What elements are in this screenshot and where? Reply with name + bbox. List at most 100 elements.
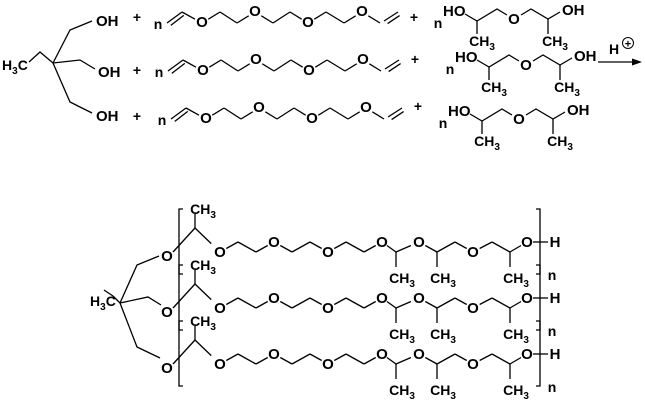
arrow-head-icon (632, 58, 642, 66)
oxygen-atom-label: O (161, 304, 173, 321)
backbone-bond (172, 283, 196, 309)
backbone-bond (194, 227, 212, 245)
charge-circle-icon (622, 37, 634, 49)
double-bond (170, 107, 187, 120)
methyl-label: CH3 (503, 326, 529, 346)
backbone-bond (479, 297, 493, 306)
ether-bond (207, 11, 221, 20)
ether-bond (236, 15, 250, 24)
backbone-bond (333, 241, 347, 250)
ether-bond (208, 59, 222, 68)
backbone-bond (395, 244, 412, 253)
hydroxyl-label: HO (443, 3, 466, 20)
backbone-bond (279, 300, 293, 309)
ether-bond (325, 11, 345, 24)
backbone-bond (386, 300, 397, 309)
repeat-n-label: n (548, 323, 557, 339)
double-bond (383, 11, 399, 22)
oxygen-atom-label: O (161, 248, 173, 265)
backbone-bond (237, 297, 257, 309)
double-bond (388, 62, 401, 73)
oxygen-atom-label: O (196, 14, 208, 31)
oxygen-atom-label: O (413, 346, 425, 363)
methyl-label: CH3 (503, 382, 529, 400)
hydroxyl-label: OH (567, 102, 590, 119)
oxygen-atom-label: O (322, 244, 334, 261)
methyl-label: CH3 (430, 270, 456, 290)
hydroxyl-label: OH (574, 48, 597, 65)
ether-bond (371, 111, 385, 120)
double-bond (167, 59, 184, 72)
repeat-bracket-left (178, 264, 183, 331)
backbone-bond (491, 353, 511, 365)
methyl-label: CH3 (542, 33, 568, 53)
hydroxyl-label: OH (98, 64, 121, 81)
plus-sign: + (133, 62, 141, 78)
repeat-n-label: n (446, 61, 455, 77)
double-bond (171, 62, 186, 74)
methyl-label: CH3 (554, 79, 580, 99)
backbone-bond (309, 297, 323, 306)
methyl-label: CH3 (389, 326, 415, 346)
methyl-label: CH3 (430, 326, 456, 346)
oxygen-atom-label: O (214, 244, 226, 261)
oxygen-atom-label: O (161, 360, 173, 377)
ether-bond (317, 107, 331, 116)
backbone-bond (436, 241, 456, 253)
ether-bond (347, 111, 361, 120)
ether-bond (211, 107, 225, 116)
backbone-bond (386, 356, 397, 365)
ethyl-methyl-label: H3C (2, 57, 28, 77)
double-bond (387, 107, 403, 118)
double-bond (387, 14, 400, 25)
backbone-bond (237, 241, 257, 253)
ether-bond (261, 63, 275, 72)
ether-bond (182, 59, 197, 68)
double-bond (166, 11, 183, 24)
backbone-bond (225, 297, 239, 306)
backbone-bond (509, 300, 522, 309)
oxygen-atom-label: O (214, 356, 226, 373)
backbone-bond (454, 241, 468, 250)
core-arm (119, 296, 162, 306)
ether-bond (313, 11, 327, 20)
methyl-label: CH3 (503, 270, 529, 290)
oxygen-atom-label: O (360, 99, 372, 116)
oxygen-atom-label: O (413, 290, 425, 307)
backbone-bond (424, 300, 438, 309)
oxygen-atom-label: O (322, 356, 334, 373)
oxygen-atom-label: O (356, 3, 368, 20)
hydroxyl-label: HO (455, 49, 478, 66)
ether-bond (220, 59, 239, 72)
hydrogen-label: H (550, 346, 561, 363)
backbone-bond (363, 300, 377, 309)
backbone-bond (225, 353, 239, 362)
backbone-bond (345, 297, 365, 309)
methyl-label: CH3 (474, 133, 500, 153)
ether-bond (181, 11, 196, 20)
hydroxyl-label: OH (562, 2, 585, 19)
oxygen-atom-label: O (303, 62, 315, 79)
oxygen-atom-label: O (306, 110, 318, 127)
oxygen-atom-label: O (520, 57, 532, 74)
core-arm (119, 302, 161, 359)
propylene-bond (525, 108, 566, 120)
plus-sign: + (133, 108, 141, 124)
repeat-bracket-left (178, 320, 183, 387)
ethyl-methyl-label: H3C (90, 293, 116, 313)
backbone-bond (291, 297, 311, 309)
ether-bond (240, 111, 254, 120)
backbone-bond (345, 353, 365, 365)
repeat-n-label: n (158, 112, 167, 128)
backbone-bond (395, 300, 412, 309)
backbone-bond (225, 241, 239, 250)
backbone-bond (237, 353, 257, 365)
repeat-bracket-left (178, 208, 183, 275)
repeat-n-label: n (548, 267, 557, 283)
hydrogen-label: H (550, 234, 561, 251)
hydroxymethyl-arm (52, 20, 93, 64)
ether-bond (185, 107, 200, 116)
repeat-n-label: n (439, 115, 448, 131)
methyl-label: CH3 (190, 257, 216, 277)
ether-bond (314, 59, 328, 68)
